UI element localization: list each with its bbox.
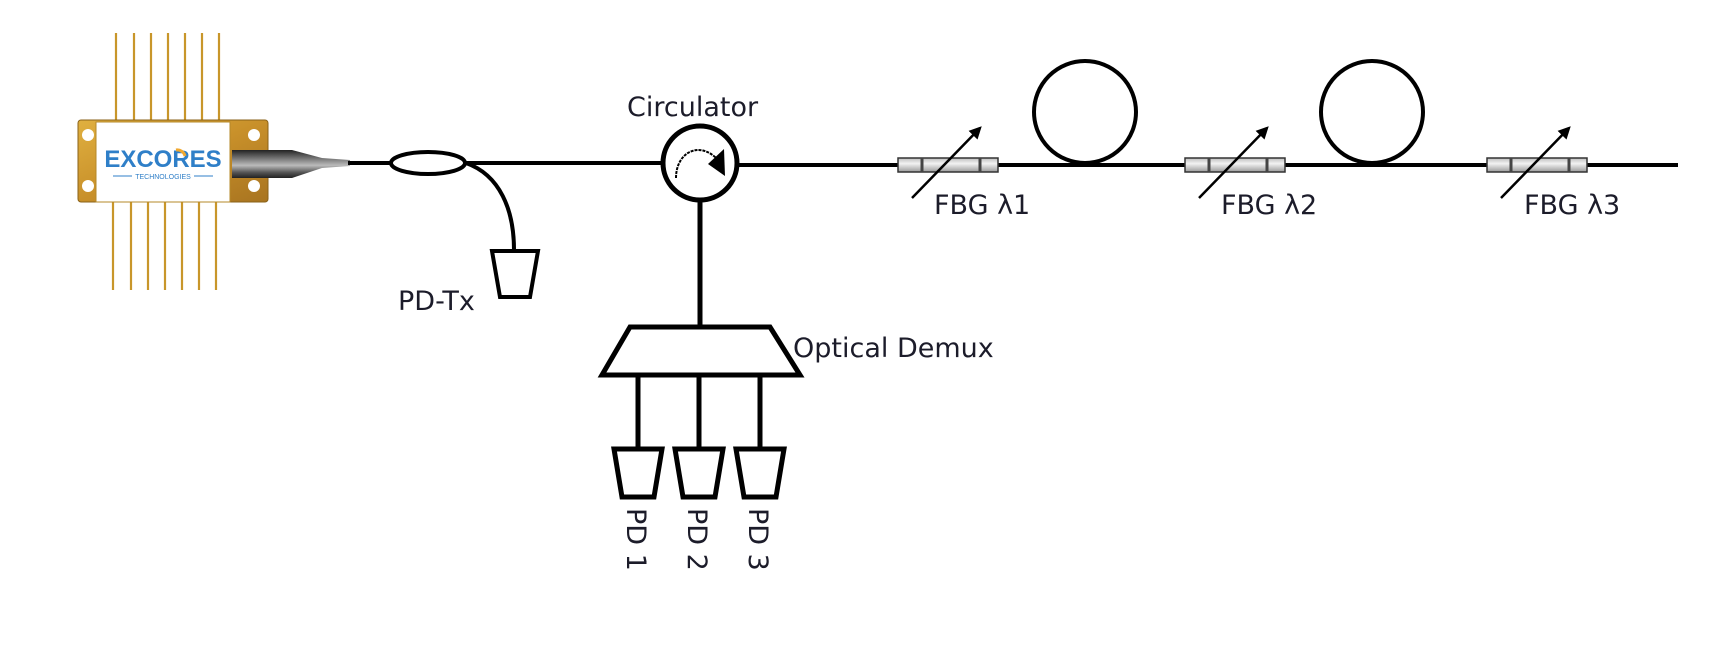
mount-hole [82,180,94,192]
laser-brand: EXCORES [104,146,221,173]
fbg-3-label: FBG λ3 [1524,190,1620,221]
fiber-coupler-tap [465,161,516,251]
laser-pins-bottom [111,200,218,290]
mount-hole [248,180,260,192]
pd1-label: PD 1 [620,508,651,571]
pd2-detector [672,446,726,500]
optical-demux [597,324,805,378]
circulator [660,123,740,203]
laser-label-plate [95,121,231,203]
fbg-2 [1184,126,1286,199]
fbg-1-label: FBG λ1 [934,190,1030,221]
pd-tx-detector [489,249,541,299]
brand-accent [175,148,187,157]
pd-tx-label: PD-Tx [398,286,475,317]
fbg-1 [897,126,999,199]
fiber-coil-1 [1032,59,1138,165]
fiber-coupler [389,150,467,176]
tuning-arrow-icon [1500,126,1571,199]
tuning-arrow-icon [1198,126,1269,199]
pd1-detector [611,446,665,500]
laser-module: EXCORES TECHNOLOGIES [77,33,350,290]
fbg-3 [1486,126,1588,199]
pd2-label: PD 2 [681,508,712,571]
circulator-arrowhead [708,149,725,176]
laser-pins-top [114,33,221,120]
pd3-label: PD 3 [742,508,773,571]
tuning-arrow-icon [911,126,982,199]
pd3-detector [733,446,787,500]
laser-brand-subtitle: TECHNOLOGIES [135,174,191,181]
fbg-2-label: FBG λ2 [1221,190,1317,221]
fiber-coil-2 [1319,59,1425,165]
fiber-boot [232,150,350,178]
circulator-arrow-icon [675,149,719,179]
circulator-label: Circulator [627,92,759,123]
mount-hole [248,129,260,141]
mount-hole [82,129,94,141]
demux-label: Optical Demux [793,333,994,364]
